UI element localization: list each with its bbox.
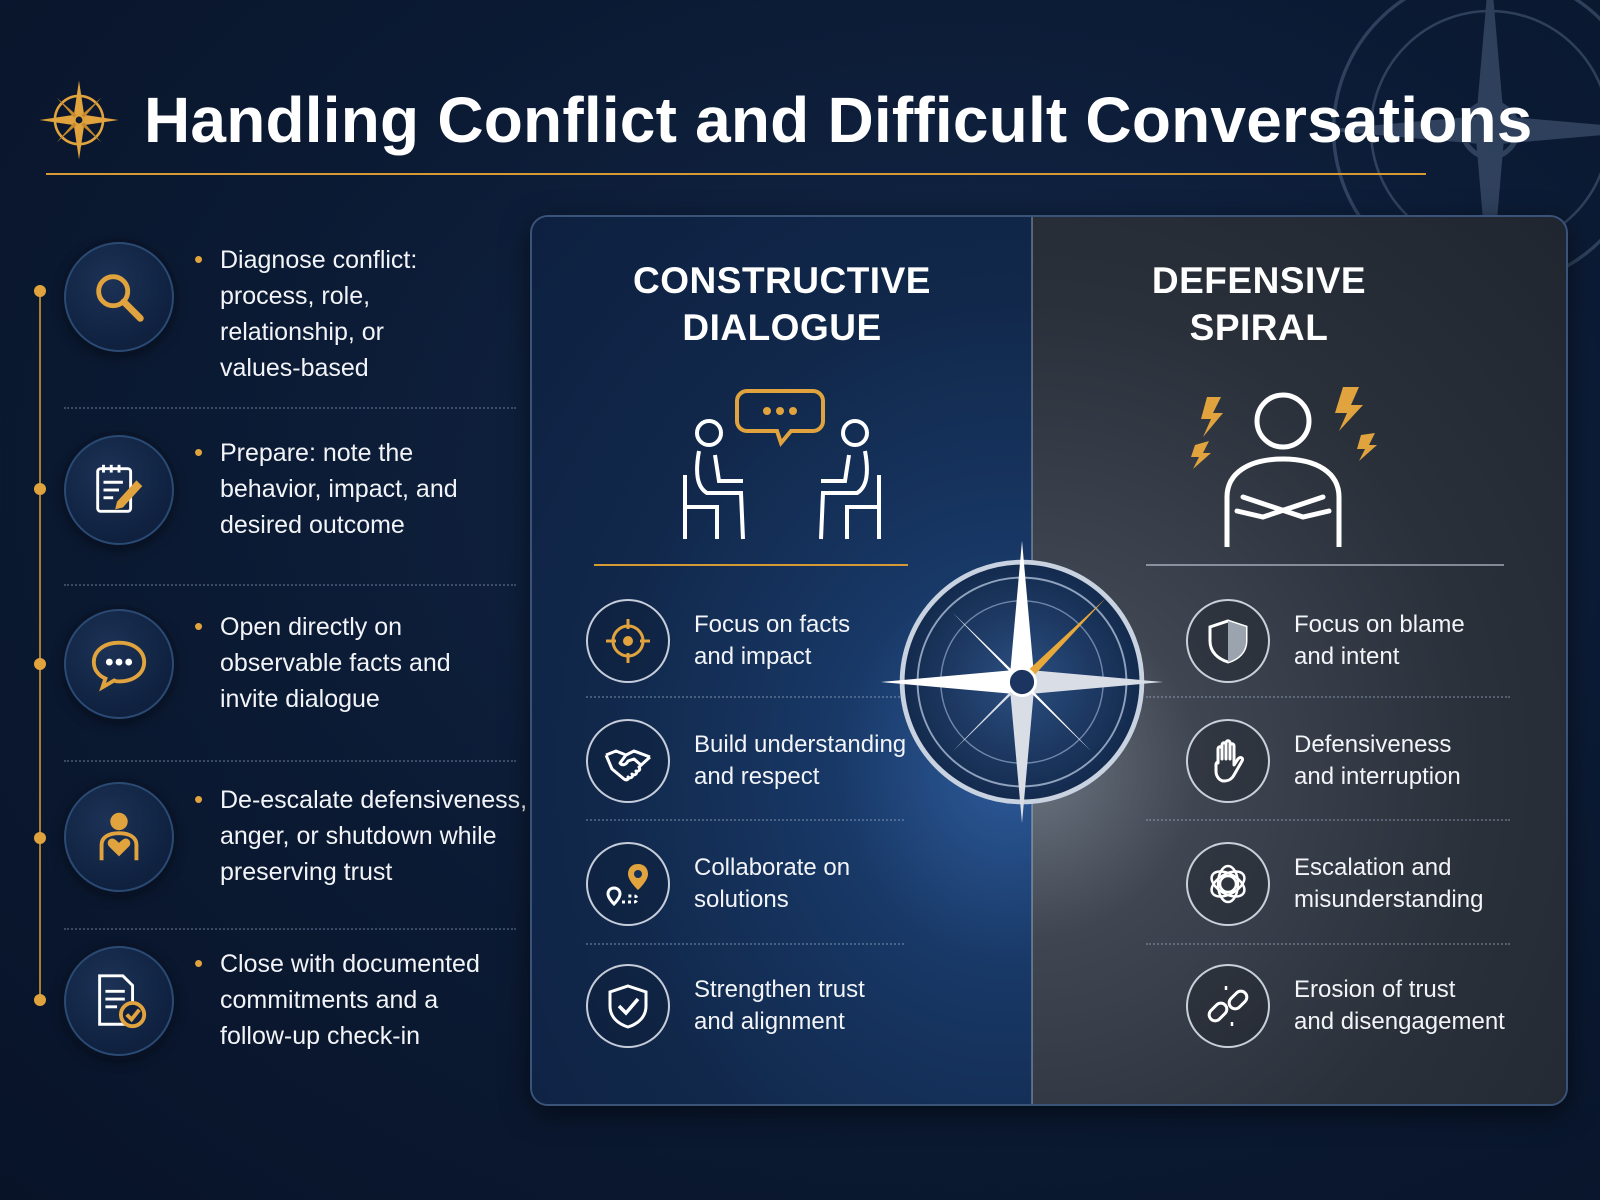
- label-line: Defensiveness: [1294, 731, 1452, 758]
- constructive-divider: [594, 564, 908, 566]
- label-line: Focus on blame: [1294, 611, 1465, 638]
- label-line: Strengthen trust: [694, 976, 865, 1003]
- timeline-dot: [34, 285, 46, 297]
- raised-hand-icon: [1186, 719, 1270, 803]
- constructive-item: Strengthen trust and alignment: [586, 964, 865, 1048]
- label-line: and interruption: [1294, 763, 1461, 790]
- compass-rose-icon: [39, 80, 119, 160]
- step-prepare: • Prepare: note the behavior, impact, an…: [64, 435, 524, 545]
- label-line: misunderstanding: [1294, 886, 1484, 913]
- label-line: and impact: [694, 643, 812, 670]
- item-label: Build understanding and respect: [694, 729, 906, 793]
- target-icon: [586, 599, 670, 683]
- label-line: and alignment: [694, 1008, 845, 1035]
- timeline-dot: [34, 658, 46, 670]
- speech-bubble-icon: [64, 609, 174, 719]
- label-line: Focus on facts: [694, 611, 851, 638]
- defensive-item: Focus on blame and intent: [1186, 599, 1465, 683]
- compass-icon: [880, 540, 1164, 824]
- defensive-heading: DEFENSIVE SPIRAL: [992, 257, 1526, 351]
- step-label: Open directly on observable facts and in…: [220, 613, 451, 713]
- item-divider: [586, 943, 904, 945]
- broken-chain-icon: [1186, 964, 1270, 1048]
- defensive-item: Escalation and misunderstanding: [1186, 842, 1483, 926]
- item-label: Escalation and misunderstanding: [1294, 852, 1483, 916]
- bullet-icon: •: [194, 244, 204, 274]
- step-deescalate: • De-escalate defensiveness, anger, or s…: [64, 782, 527, 892]
- defensive-column: DEFENSIVE SPIRAL Focus on blame and inte…: [1032, 217, 1566, 1104]
- heading-line: DEFENSIVE: [1151, 260, 1367, 301]
- defensive-divider: [1146, 564, 1504, 566]
- bullet-icon: •: [194, 948, 204, 978]
- step-divider: [64, 407, 516, 409]
- heading-line: CONSTRUCTIVE: [633, 260, 931, 301]
- label-line: and respect: [694, 763, 820, 790]
- item-label: Focus on facts and impact: [694, 609, 850, 673]
- step-diagnose: • Diagnose conflict: process, role, rela…: [64, 242, 524, 386]
- label-line: and intent: [1294, 643, 1400, 670]
- timeline-dot: [34, 483, 46, 495]
- item-divider: [586, 819, 904, 821]
- label-line: Escalation and: [1294, 854, 1452, 881]
- step-divider: [64, 584, 516, 586]
- defensive-item: Defensiveness and interruption: [1186, 719, 1461, 803]
- bullet-icon: •: [194, 784, 204, 814]
- shield-check-icon: [586, 964, 670, 1048]
- shield-icon: [1186, 599, 1270, 683]
- constructive-heading: CONSTRUCTIVE DIALOGUE: [532, 257, 1032, 351]
- item-divider: [1146, 943, 1510, 945]
- item-label: Erosion of trust and disengagement: [1294, 974, 1505, 1038]
- timeline-line: [39, 290, 41, 1002]
- document-check-icon: [64, 946, 174, 1056]
- step-label: Diagnose conflict: process, role, relati…: [220, 246, 418, 382]
- bullet-icon: •: [194, 437, 204, 467]
- label-line: Erosion of trust: [1294, 976, 1456, 1003]
- heading-line: SPIRAL: [1189, 307, 1329, 348]
- item-divider: [586, 696, 904, 698]
- label-line: and disengagement: [1294, 1008, 1505, 1035]
- label-line: Build understanding: [694, 731, 907, 758]
- item-label: Focus on blame and intent: [1294, 609, 1465, 673]
- constructive-item: Collaborate on solutions: [586, 842, 850, 926]
- person-heart-icon: [64, 782, 174, 892]
- timeline-dot: [34, 832, 46, 844]
- heading-line: DIALOGUE: [682, 307, 882, 348]
- tangled-scribble-icon: [1186, 842, 1270, 926]
- step-label: Close with documented commitments and a …: [220, 950, 480, 1050]
- constructive-item: Build understanding and respect: [586, 719, 906, 803]
- header-divider: [46, 173, 1426, 175]
- step-divider: [64, 928, 516, 930]
- item-divider: [1146, 819, 1510, 821]
- notepad-pencil-icon: [64, 435, 174, 545]
- item-label: Defensiveness and interruption: [1294, 729, 1461, 793]
- handshake-icon: [586, 719, 670, 803]
- item-label: Collaborate on solutions: [694, 852, 850, 916]
- label-line: solutions: [694, 886, 789, 913]
- step-label: De-escalate defensiveness, anger, or shu…: [220, 786, 528, 886]
- page-header: Handling Conflict and Difficult Conversa…: [36, 70, 1533, 170]
- map-route-icon: [586, 842, 670, 926]
- item-divider: [1146, 696, 1510, 698]
- two-people-talking-icon: [683, 389, 881, 540]
- bullet-icon: •: [194, 611, 204, 641]
- step-label: Prepare: note the behavior, impact, and …: [220, 439, 458, 539]
- arms-crossed-person-icon: [1190, 387, 1377, 547]
- timeline-dot: [34, 994, 46, 1006]
- step-divider: [64, 760, 516, 762]
- item-label: Strengthen trust and alignment: [694, 974, 865, 1038]
- constructive-item: Focus on facts and impact: [586, 599, 850, 683]
- comparison-panel: CONSTRUCTIVE DIALOGUE Focus on facts and…: [530, 215, 1568, 1106]
- magnifying-glass-icon: [64, 242, 174, 352]
- step-close: • Close with documented commitments and …: [64, 946, 524, 1056]
- label-line: Collaborate on: [694, 854, 851, 881]
- defensive-item: Erosion of trust and disengagement: [1186, 964, 1505, 1048]
- step-open: • Open directly on observable facts and …: [64, 609, 524, 719]
- page-title: Handling Conflict and Difficult Conversa…: [144, 84, 1533, 156]
